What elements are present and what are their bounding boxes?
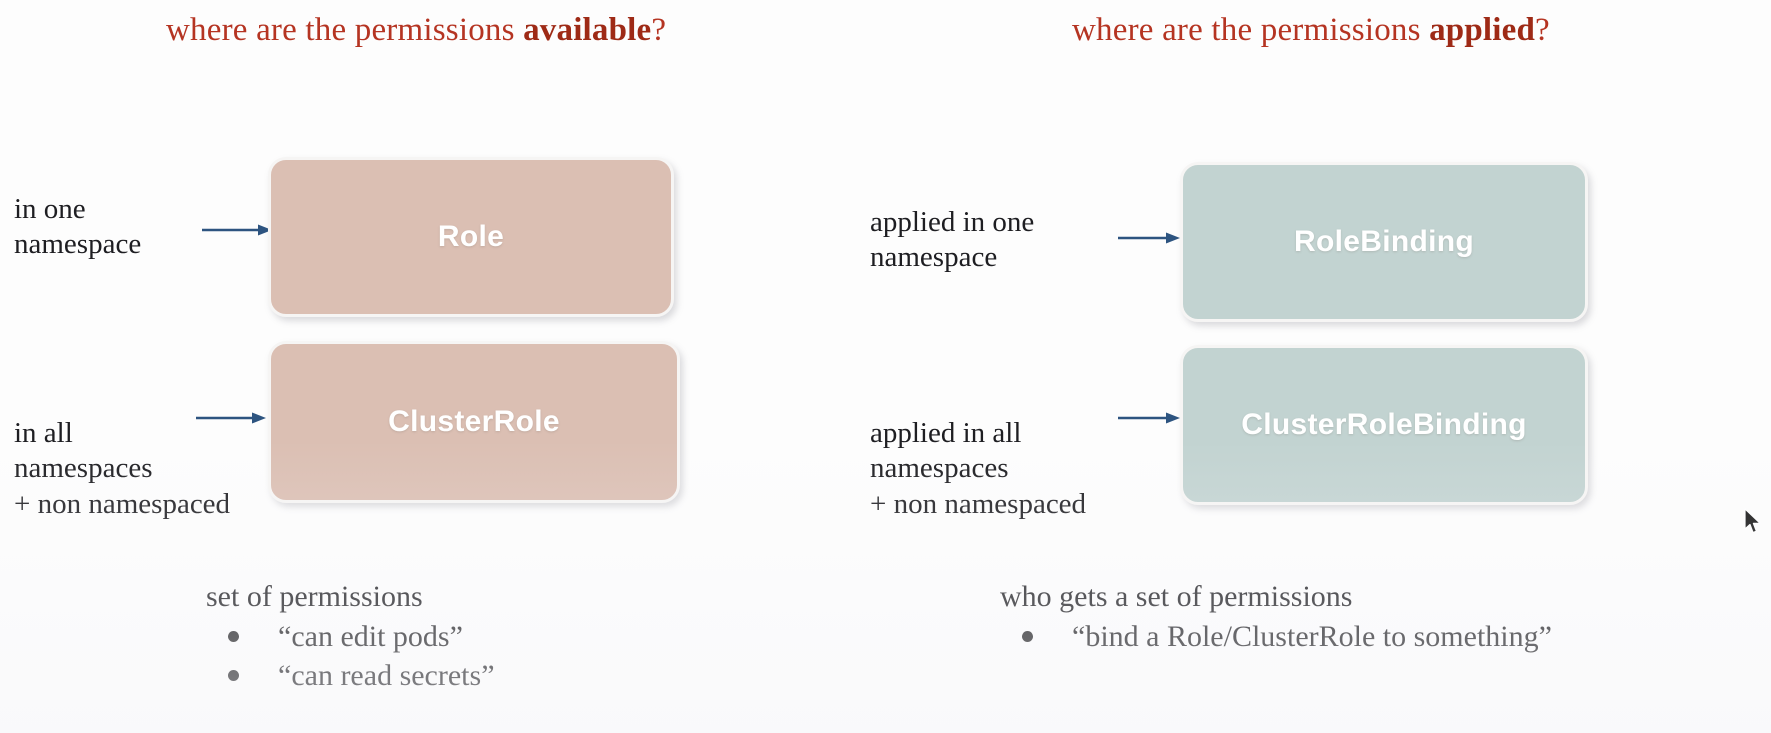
list-item: “bind a Role/ClusterRole to something” <box>1000 617 1552 656</box>
column-title-available-suffix: ? <box>651 12 667 48</box>
column-title-applied-prefix: where are the permissions <box>1072 12 1430 48</box>
arrow-to-clusterrolebinding-icon <box>1118 412 1180 424</box>
annotation-applied-in-all-namespaces: applied in all namespaces + non namespac… <box>870 417 1087 520</box>
column-title-available: where are the permissions available? <box>166 12 666 49</box>
bullet-dot-icon <box>228 670 239 682</box>
list-item: “can read secrets” <box>206 656 495 695</box>
annotation-in-all-namespaces: in all namespaces + non namespaced <box>14 417 231 520</box>
annotation-in-one-namespace: in one namespace <box>14 193 142 261</box>
node-box-clusterrole[interactable]: ClusterRole <box>268 341 680 503</box>
node-box-clusterrole-label: ClusterRole <box>388 405 560 438</box>
column-title-available-prefix: where are the permissions <box>166 12 524 48</box>
arrow-to-role-icon <box>202 224 272 236</box>
bullet-dot-icon <box>228 631 239 643</box>
list-item-label: “can edit pods” <box>278 619 463 653</box>
column-title-applied-suffix: ? <box>1535 12 1550 48</box>
caption-right-bullet-list: “bind a Role/ClusterRole to something” <box>1000 617 1552 656</box>
caption-left-bullet-list: “can edit pods” “can read secrets” <box>206 617 495 695</box>
list-item-label: “can read secrets” <box>278 658 495 692</box>
node-box-role-label: Role <box>437 220 505 253</box>
node-box-clusterrolebinding[interactable]: ClusterRoleBinding <box>1180 345 1588 505</box>
caption-who-gets-a-set-of-permissions: who gets a set of permissions “bind a Ro… <box>1000 580 1552 656</box>
node-box-clusterrolebinding-label: ClusterRoleBinding <box>1241 408 1527 441</box>
arrow-to-clusterrole-icon <box>196 412 266 424</box>
annotation-applied-in-one-namespace: applied in one namespace <box>870 206 1035 274</box>
node-box-role[interactable]: Role <box>268 157 674 317</box>
caption-right-heading: who gets a set of permissions <box>1000 580 1353 613</box>
list-item-label: “bind a Role/ClusterRole to something” <box>1072 619 1552 653</box>
node-box-rolebinding-label: RoleBinding <box>1294 225 1474 258</box>
caption-set-of-permissions: set of permissions “can edit pods” “can … <box>206 580 495 695</box>
mouse-pointer-icon <box>1744 508 1761 534</box>
node-box-rolebinding[interactable]: RoleBinding <box>1180 162 1588 322</box>
bullet-dot-icon <box>1022 631 1033 643</box>
list-item: “can edit pods” <box>206 617 495 656</box>
column-title-applied: where are the permissions applied? <box>1072 12 1550 49</box>
column-title-available-emphasis: available <box>523 12 652 48</box>
column-title-applied-emphasis: applied <box>1429 12 1536 48</box>
arrow-to-rolebinding-icon <box>1118 232 1180 244</box>
caption-left-heading: set of permissions <box>206 580 423 613</box>
